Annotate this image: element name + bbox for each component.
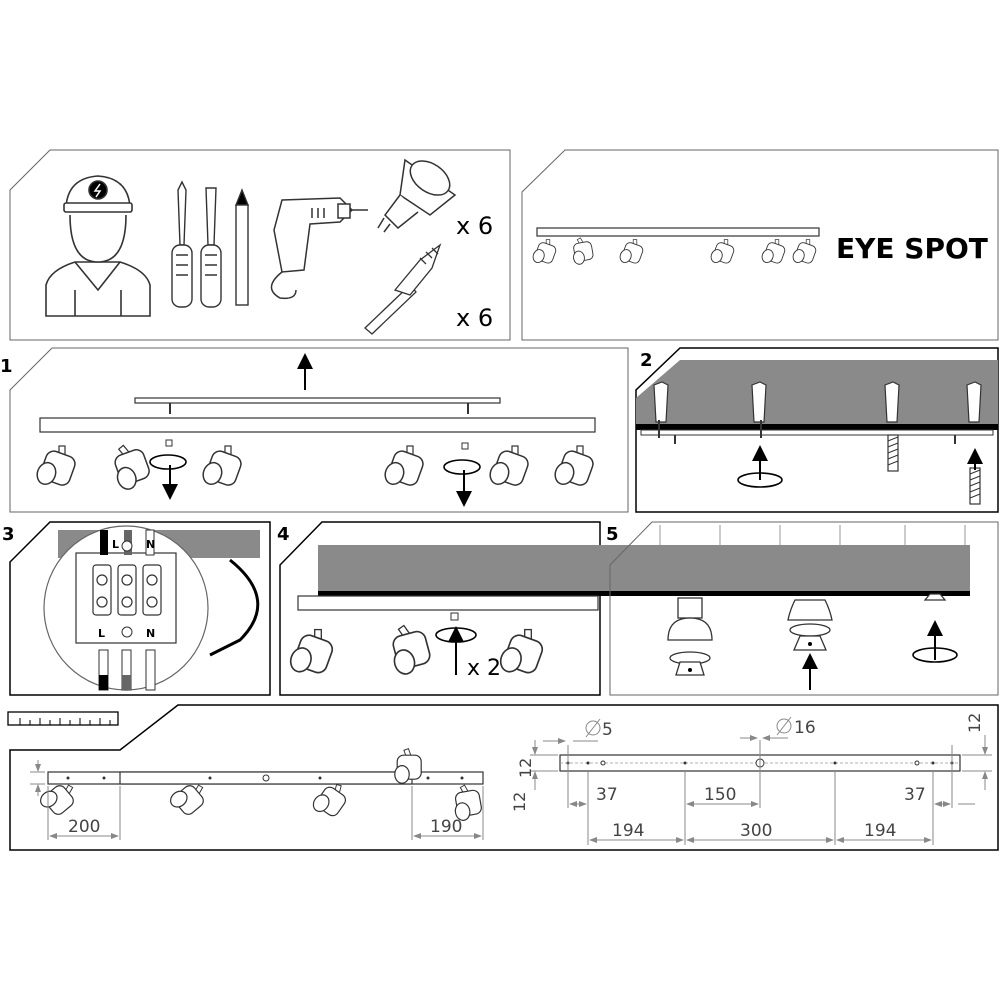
step-2-number: 2 xyxy=(640,350,653,371)
step-1-panel: 1 xyxy=(0,347,629,513)
terminal-neutral-label: N xyxy=(146,538,155,551)
terminal-neutral-label-bottom: N xyxy=(146,627,155,640)
dimensions-panel: 200 190 12 xyxy=(9,704,999,851)
step-3-number: 3 xyxy=(2,524,15,545)
pencil-icon xyxy=(234,188,250,306)
step-5-number: 5 xyxy=(606,524,619,545)
product-panel: EYE SPOT xyxy=(521,149,999,341)
ground-icon-bottom xyxy=(121,626,133,638)
dim-height-bar: 12 xyxy=(516,758,535,778)
step-4-panel: 4 x 2 xyxy=(277,521,970,696)
repeat-count: x 2 xyxy=(467,656,501,681)
plug-quantity: x 6 xyxy=(456,304,493,332)
electrician-icon xyxy=(45,175,151,317)
dim-span-left: 194 xyxy=(612,821,644,841)
dim-span-right: 194 xyxy=(864,821,896,841)
dim-edge-right: 37 xyxy=(904,785,926,805)
wall-plug-icon xyxy=(364,243,442,335)
dim-height-left: 12 xyxy=(510,792,529,812)
step-3-panel: 3 L N L N xyxy=(2,521,271,696)
step-4-number: 4 xyxy=(277,524,290,545)
step-5-panel: 5 xyxy=(606,521,999,696)
ground-icon xyxy=(121,540,133,552)
dim-end-left: 200 xyxy=(68,817,100,837)
bulb-icon xyxy=(377,158,457,233)
dim-edge-left: 37 xyxy=(596,785,618,805)
dim-center-spacing: 150 xyxy=(704,785,736,805)
tools-panel: x 6 x 6 xyxy=(9,149,511,341)
product-name: EYE SPOT xyxy=(836,232,988,265)
bulb-quantity: x 6 xyxy=(456,212,493,240)
ruler-icon xyxy=(7,711,119,726)
terminal-live-label-bottom: L xyxy=(98,627,105,640)
step-2-panel: 2 xyxy=(635,347,999,513)
dim-span-center: 300 xyxy=(740,821,772,841)
step-1-number: 1 xyxy=(0,356,13,377)
terminal-live-label: L xyxy=(112,538,119,551)
dim-hole-small: 5 xyxy=(602,720,613,740)
screwdriver-icon xyxy=(171,180,222,308)
dim-hole-large: 16 xyxy=(794,718,816,738)
dim-end-right: 190 xyxy=(430,817,462,837)
drill-icon xyxy=(270,197,368,300)
dim-height-right: 12 xyxy=(965,713,984,733)
